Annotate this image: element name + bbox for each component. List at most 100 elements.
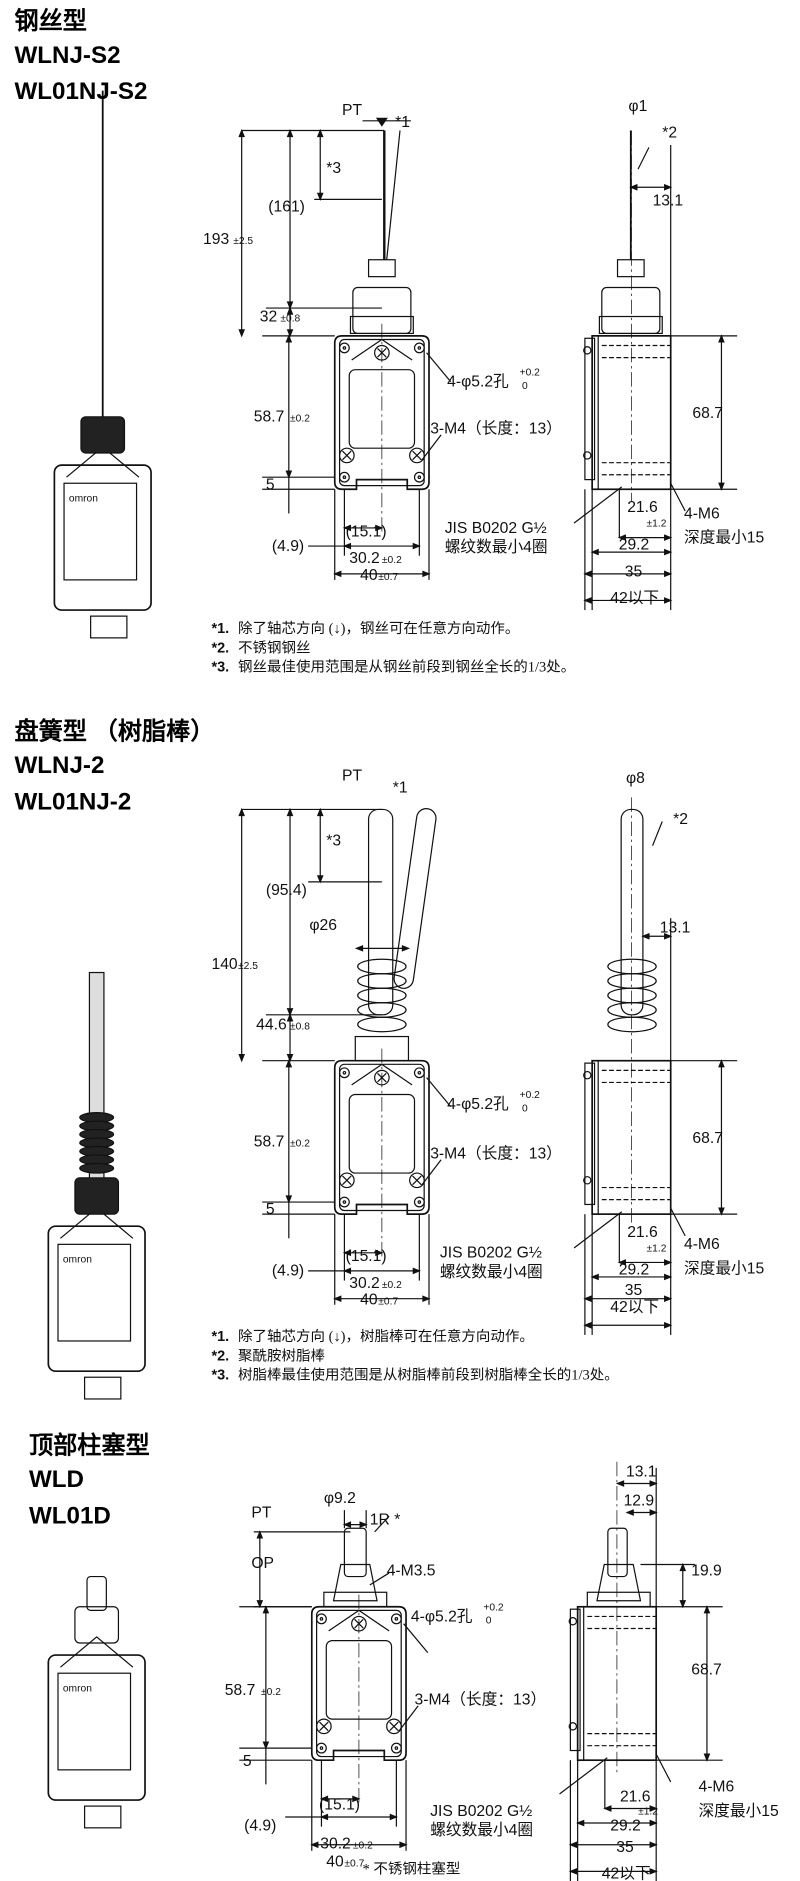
mount-hole-icon	[319, 1617, 324, 1621]
mount-hole-icon	[413, 342, 425, 354]
arrowhead	[703, 1605, 711, 1762]
dim-tolerance: ±0.7	[378, 572, 398, 583]
arrow-down-icon	[375, 117, 388, 127]
product-body	[47, 1225, 146, 1373]
product-body	[47, 1654, 146, 1801]
arrowhead	[342, 524, 384, 532]
dim-label: 4-M6	[698, 1779, 734, 1796]
product-label	[57, 1243, 132, 1342]
arrowhead	[590, 548, 673, 556]
side-plate	[584, 337, 596, 481]
mount-hole-icon	[342, 1200, 347, 1204]
note-mark: *3.	[211, 1368, 229, 1384]
arrowhead	[286, 807, 294, 1017]
product-head	[74, 1177, 120, 1215]
mount-hole-icon	[390, 1613, 402, 1625]
section-title: 盘簧型 （树脂棒）	[15, 717, 215, 745]
model-name: WLNJ-S2	[15, 42, 121, 69]
dim-label: 4-M6	[684, 505, 720, 522]
screw-icon	[583, 1070, 592, 1080]
dim-label: 3-M4（长度：13）	[430, 1145, 562, 1163]
dim-label: 30.2	[349, 1275, 380, 1292]
dim-label: 21.6	[627, 1224, 658, 1241]
screw-icon	[338, 1172, 355, 1189]
arrowhead	[342, 1249, 384, 1257]
mount-hole-icon	[342, 346, 347, 350]
head-nut	[349, 315, 414, 335]
omron-logo: omron	[69, 493, 98, 504]
resin-rod-deflected	[393, 808, 437, 989]
product-spring	[79, 1162, 115, 1174]
dim-label: 58.7	[254, 409, 285, 426]
bellows-coil	[607, 987, 657, 1004]
product-label	[57, 1672, 132, 1771]
product-photo-illustration: omron	[53, 90, 152, 639]
section-wire-type: 钢丝型 WLNJ-S2 WL01NJ-S2 PT *1 *3 (161) 193…	[15, 7, 765, 676]
dim-label: 深度最小15	[684, 528, 764, 546]
screw-icon	[568, 1617, 578, 1626]
dim-label: 140	[211, 956, 237, 973]
dim-label: (161)	[268, 198, 305, 215]
dim-label: 68.7	[692, 405, 723, 422]
dim-label: (95.4)	[266, 882, 307, 899]
dim-label: 5	[266, 476, 275, 493]
note-text: 聚酰胺树脂棒	[238, 1347, 325, 1364]
resin-rod-side	[620, 808, 644, 1016]
arrowhead	[718, 1059, 725, 1216]
note-text: 不锈钢钢丝	[238, 639, 310, 656]
leader-line	[403, 1623, 429, 1654]
mount-hole-icon	[394, 1617, 399, 1621]
dim-label: 螺纹数最小4圈	[445, 538, 548, 556]
screw-icon	[412, 450, 422, 461]
bellows-coil	[357, 973, 407, 989]
note-mark: *3.	[211, 660, 229, 676]
product-conduit	[83, 1376, 122, 1400]
mount-hole-icon	[338, 1196, 350, 1208]
mount-hole-icon	[338, 471, 350, 483]
dim-label: 58.7	[225, 1682, 256, 1699]
mount-hole-icon	[319, 1746, 324, 1750]
plunger-housing-side	[596, 1563, 642, 1602]
dim-tolerance: ±0.7	[344, 1859, 364, 1870]
dim-tolerance: +0.2	[483, 1602, 504, 1613]
dim-label: 深度最小15	[698, 1802, 778, 1820]
product-conduit	[83, 1805, 122, 1829]
screw-icon	[409, 447, 425, 464]
arrowhead	[603, 1805, 658, 1812]
screw-icon	[409, 1172, 425, 1189]
arrowhead	[583, 570, 673, 578]
note-text: 树脂棒最佳使用范围是从树脂棒前段到树脂棒全长的1/3处。	[238, 1366, 619, 1384]
dim-tolerance: ±2.5	[238, 961, 258, 972]
steel-wire	[386, 130, 401, 260]
dim-label: 40	[360, 1292, 378, 1309]
dim-tolerance: ±1.2	[647, 519, 667, 530]
arrowhead	[238, 807, 246, 1063]
head-cap	[367, 259, 396, 278]
dim-label: 4-M6	[684, 1236, 720, 1253]
mount-hole-icon	[342, 1070, 347, 1075]
product-photo-illustration: omron	[47, 971, 146, 1400]
arrowhead	[238, 128, 246, 338]
dim-tolerance: ±0.2	[382, 555, 402, 566]
screw-icon	[316, 1718, 332, 1735]
dim-pt: PT	[251, 1504, 271, 1521]
model-name: WLD	[29, 1466, 84, 1493]
product-cover	[60, 1636, 134, 1668]
mount-hole-icon	[413, 471, 425, 483]
arrowhead	[583, 1295, 673, 1303]
dim-label: 3-M4（长度：13）	[415, 1691, 547, 1709]
dim-tolerance: ±1.2	[647, 1244, 667, 1255]
screw-icon	[412, 1175, 422, 1186]
screw-icon	[389, 1721, 399, 1732]
dim-label: 4-φ5.2孔	[447, 1095, 509, 1113]
dim-label: 29.2	[610, 1817, 641, 1834]
screw-icon	[386, 1718, 402, 1735]
dim-label: 1R *	[370, 1512, 401, 1529]
arrowhead	[583, 1321, 673, 1329]
leader-line	[426, 352, 452, 383]
dim-label: 44.6	[256, 1016, 287, 1033]
screw-icon	[319, 1721, 329, 1732]
screw-icon	[568, 1722, 578, 1731]
leader-line	[655, 1753, 672, 1783]
